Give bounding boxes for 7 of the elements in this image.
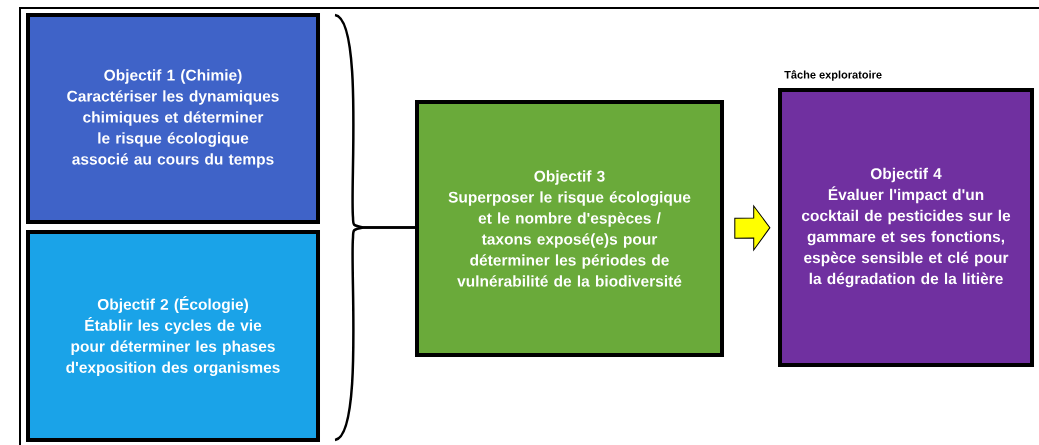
brace-connector [334,226,415,442]
block-arrow [734,205,771,251]
heading: Tâche exploratoire [784,70,882,81]
objective-box: Objectif 3 Superposer le risque écologique et le nombre d'espèces / taxons exposé(e)s pour déterminer les périodes de vulnérabilité de la biodiversité [415,100,724,357]
objective-box: Objectif 1 (Chimie) Caractériser les dynamiques chimiques et déterminer le risque écologique associé au cours du temps [26,13,320,224]
objective-box: Objectif 4 Évaluer l'impact d'un cocktail de pesticides sur le gammare et ses fonctions, espèce sensible et clé pour la dégradation de la litière [778,88,1034,367]
objective-box: Objectif 2 (Écologie) Établir les cycles de vie pour déterminer les phases d'exposition des organismes [26,230,320,442]
